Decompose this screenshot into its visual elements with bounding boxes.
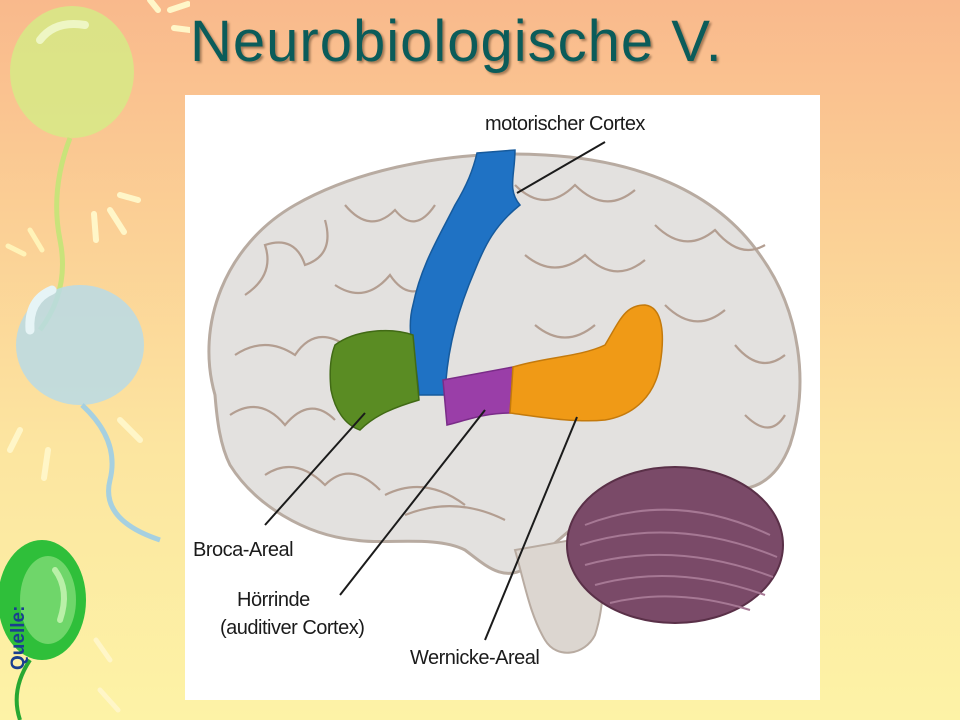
brain-illustration [207,141,802,654]
broca-leader [264,412,366,526]
auditory-label-line2: (auditiver Cortex) [220,617,365,639]
balloon-decoration [0,0,190,720]
cerebellum-shape [566,466,784,624]
brain-figure: motorischer Cortex Broca-Areal Hörrinde … [185,95,820,700]
motor-cortex-leader [516,141,606,194]
source-label: Quelle: [8,605,29,670]
wernicke-region [509,304,664,422]
auditory-label-line1: Hörrinde [237,589,310,611]
slide-title: Neurobiologische V. [190,9,723,74]
broca-region [329,329,420,431]
motor-cortex-label: motorischer Cortex [485,113,645,135]
wernicke-label: Wernicke-Areal [410,647,540,669]
wernicke-leader [484,416,578,641]
broca-label: Broca-Areal [193,539,294,561]
auditory-leader [339,409,486,596]
